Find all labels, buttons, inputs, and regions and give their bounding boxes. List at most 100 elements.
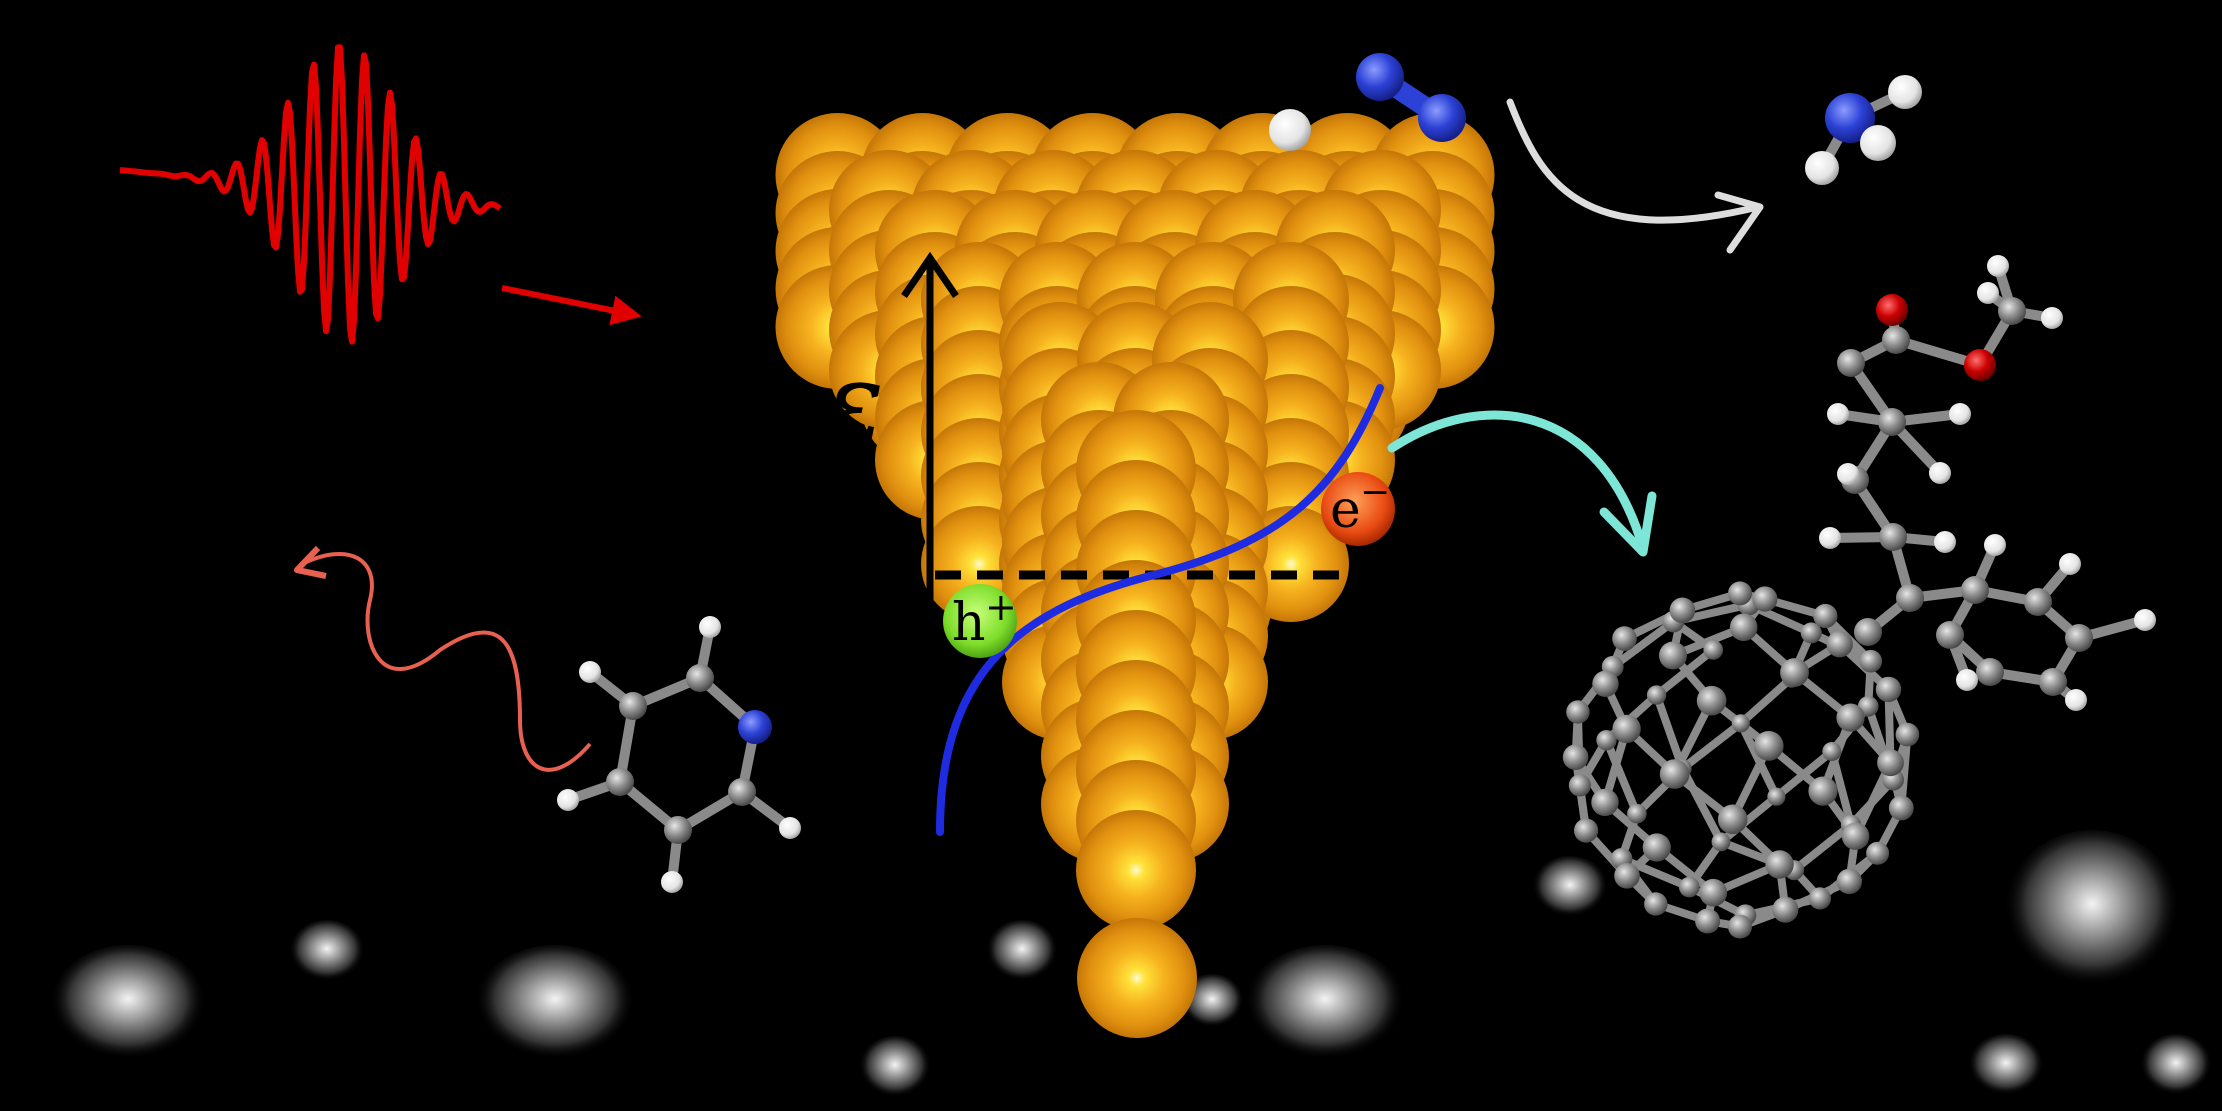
hydrogen-atom <box>1977 282 1999 304</box>
carbon-atom <box>1659 641 1687 670</box>
carbon-atom <box>606 768 634 796</box>
carbon-atom <box>2024 588 2052 616</box>
substrate-glow <box>2140 1034 2212 1098</box>
hydrogen-atom <box>1837 463 1859 485</box>
reaction-arrow <box>1506 98 1764 254</box>
gold-nanotip-icon <box>775 113 1495 1038</box>
carbon-atom <box>1679 876 1700 898</box>
bond <box>1790 820 1855 875</box>
carbon-atom <box>1642 833 1671 862</box>
carbon-atom <box>1591 788 1619 817</box>
hydrogen-atom <box>1860 125 1896 161</box>
carbon-atom <box>1729 613 1758 642</box>
laser-pulse-icon <box>119 44 642 345</box>
density-of-states-curve <box>936 384 1384 836</box>
hydrogen-atom <box>1934 531 1956 553</box>
carbon-atom <box>1767 787 1786 806</box>
nitrogen-atom <box>1356 53 1404 101</box>
hydrogen-atom <box>1888 75 1922 109</box>
carbon-atom <box>1703 640 1723 660</box>
pcbm-fullerene-icon <box>1562 581 1920 939</box>
carbon-atom <box>1854 618 1882 646</box>
substrate-glow <box>475 945 635 1065</box>
electron-carrier: e − <box>1321 472 1395 546</box>
carbon-atom <box>1895 722 1920 747</box>
carbon-atom <box>1752 586 1778 612</box>
substrate-glow-group <box>50 830 2212 1100</box>
nitrogen-atom <box>1825 93 1875 143</box>
photon-emission-icon <box>294 545 592 772</box>
carbon-atom <box>1875 676 1902 703</box>
carbon-atom <box>1800 622 1822 644</box>
carbon-atom <box>1896 584 1924 612</box>
carbon-atom <box>1669 597 1696 624</box>
carbon-atom <box>1936 621 1964 649</box>
hydrogen-atom-icon <box>1269 109 1311 151</box>
hydrogen-atom <box>1827 403 1849 425</box>
carbon-atom <box>1780 658 1809 687</box>
bond <box>1736 674 1796 728</box>
substrate-glow <box>1968 1034 2044 1098</box>
carbon-atom <box>1696 685 1727 716</box>
carbon-atom <box>1879 523 1907 551</box>
bond <box>1652 645 1718 700</box>
electron-sign: − <box>1360 472 1390 513</box>
carbon-atom <box>1568 774 1591 797</box>
gold-apex-atom <box>1077 918 1197 1038</box>
nitrogen-atom <box>738 710 772 744</box>
energy-axis-label: ε <box>825 338 884 466</box>
hole-carrier: h + <box>943 584 1017 658</box>
electron-label: e <box>1330 480 1361 540</box>
carbon-atom <box>1877 749 1904 777</box>
carbon-atom <box>1859 649 1883 673</box>
pyridine-molecule-icon <box>557 616 801 893</box>
carbon-atom <box>1808 887 1831 910</box>
substrate-glow <box>1245 945 1405 1065</box>
nitrogen-molecule-icon <box>1356 53 1466 142</box>
carbon-atom <box>1878 408 1906 436</box>
carbon-atom <box>1562 744 1589 770</box>
carbon-atom <box>1882 326 1910 354</box>
carbon-atom <box>1627 803 1647 824</box>
carbon-atom <box>1612 626 1637 651</box>
hydrogen-atom <box>1929 462 1951 484</box>
carbon-atom <box>1574 818 1599 843</box>
carbon-atom <box>1711 832 1731 852</box>
hydrogen-atom <box>1984 534 2006 556</box>
bond <box>1717 792 1781 846</box>
charge-transfer-arrow <box>1387 410 1657 557</box>
oxygen-atom <box>1876 294 1908 326</box>
carbon-atom <box>1998 297 2026 325</box>
carbon-atom <box>664 816 692 844</box>
carbon-atom <box>1592 670 1619 697</box>
pcbm-side-chain-icon <box>1819 255 2156 711</box>
substrate-glow <box>1532 856 1608 920</box>
hydrogen-atom <box>2134 609 2156 631</box>
hydrogen-atom <box>2059 553 2081 575</box>
bond <box>1652 691 1687 773</box>
carbon-atom <box>1612 714 1641 744</box>
carbon-atom <box>1566 700 1590 724</box>
substrate-glow <box>859 1036 931 1100</box>
carbon-atom <box>1644 892 1668 916</box>
hydrogen-atom <box>579 661 601 683</box>
hydrogen-atom <box>661 871 683 893</box>
gold-atom <box>1076 810 1196 930</box>
hole-sign: + <box>985 585 1017 629</box>
hydrogen-atom <box>557 789 579 811</box>
carbon-atom <box>1699 878 1728 907</box>
oxygen-atom <box>1964 349 1996 381</box>
substrate-glow <box>50 945 206 1065</box>
carbon-atom <box>1836 868 1863 895</box>
hydrogen-atom <box>779 817 801 839</box>
carbon-atom <box>619 692 647 720</box>
substrate-glow <box>986 920 1058 984</box>
carbon-atom <box>1614 863 1640 889</box>
nitrogen-atom <box>1418 94 1466 142</box>
bond <box>1678 719 1745 773</box>
carbon-atom <box>1728 581 1752 606</box>
carbon-atom <box>1837 349 1865 377</box>
hydrogen-atom <box>1805 151 1839 185</box>
carbon-atom <box>1841 822 1870 850</box>
